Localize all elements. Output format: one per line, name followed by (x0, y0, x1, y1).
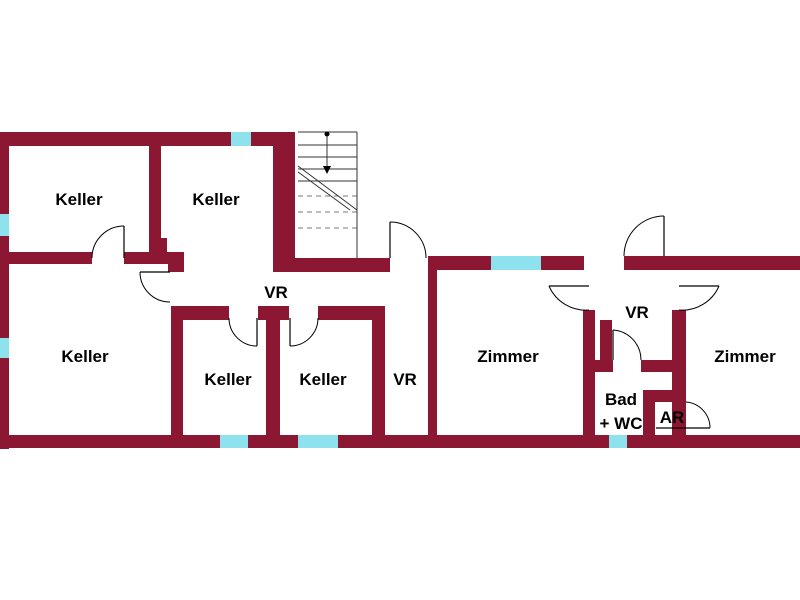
stair-cut-line (297, 171, 351, 211)
room-label-vr-1: VR (264, 283, 288, 302)
wall-keller3-right (171, 306, 183, 448)
wall-bad-stub (600, 320, 612, 372)
door-openings (583, 256, 686, 310)
wall-stair-left (273, 132, 295, 272)
stair-arrow-head (323, 166, 331, 174)
window-icon (491, 256, 541, 270)
wall-keller4-top-a (171, 306, 229, 320)
wall-keller1-keller2 (149, 132, 161, 254)
room-label-keller-3: Keller (61, 347, 109, 366)
wall-keller2-stub (149, 238, 167, 254)
wall-keller2-bottom-stub (168, 252, 184, 272)
window-icon (0, 338, 9, 358)
room-label-zimmer-1: Zimmer (477, 347, 539, 366)
door-swing-icon (623, 215, 665, 257)
window-icon (231, 132, 251, 146)
wall-bad-top-b (641, 360, 686, 372)
room-label-ar: AR (660, 408, 685, 427)
door-swing-icon (91, 225, 125, 259)
window-icon (0, 214, 9, 236)
wall-ar-left (643, 390, 655, 448)
room-label-bad: Bad (605, 390, 637, 409)
room-label-zimmer-2: Zimmer (714, 347, 776, 366)
wall-zimmer1-left (428, 256, 437, 448)
doors (91, 215, 720, 429)
room-label-vr-2: VR (393, 370, 417, 389)
door-opening-zimmer1 (583, 270, 595, 310)
wall-vr-top (273, 258, 390, 272)
window-icon (298, 435, 338, 448)
wall-left (0, 132, 9, 449)
door-swing-icon (612, 329, 642, 361)
stair-area (295, 132, 357, 258)
stair-arrow-start (324, 131, 330, 137)
door-swing-icon (389, 221, 427, 259)
room-label-vr-3: VR (625, 303, 649, 322)
door-swing-icon (289, 317, 319, 347)
door-swing-icon (678, 285, 720, 311)
room-label-keller-2: Keller (192, 190, 240, 209)
window-icon (609, 435, 627, 448)
door-opening-zimmer2 (672, 270, 686, 310)
room-label-keller-4: Keller (204, 370, 252, 389)
door-swing-icon (548, 285, 590, 311)
wall-keller5-top (318, 306, 384, 320)
wall-bottom (0, 435, 800, 448)
door-swing-icon (139, 271, 171, 303)
stair-cut-line (297, 165, 358, 211)
room-label-wc: + WC (600, 414, 643, 433)
room-label-keller-1: Keller (55, 190, 103, 209)
wall-keller5-right (372, 306, 385, 448)
wall-keller1-bottom-a (0, 252, 92, 264)
room-label-keller-5: Keller (299, 370, 347, 389)
door-opening-vr3-top (584, 256, 624, 270)
windows (0, 132, 627, 448)
staircase (295, 131, 358, 258)
window-icon (220, 435, 248, 448)
door-swing-icon (228, 317, 258, 347)
wall-keller4-keller5 (266, 306, 280, 448)
room-labels: Keller Keller Keller Keller Keller VR VR… (55, 190, 776, 433)
door-swing-icon (656, 401, 711, 429)
